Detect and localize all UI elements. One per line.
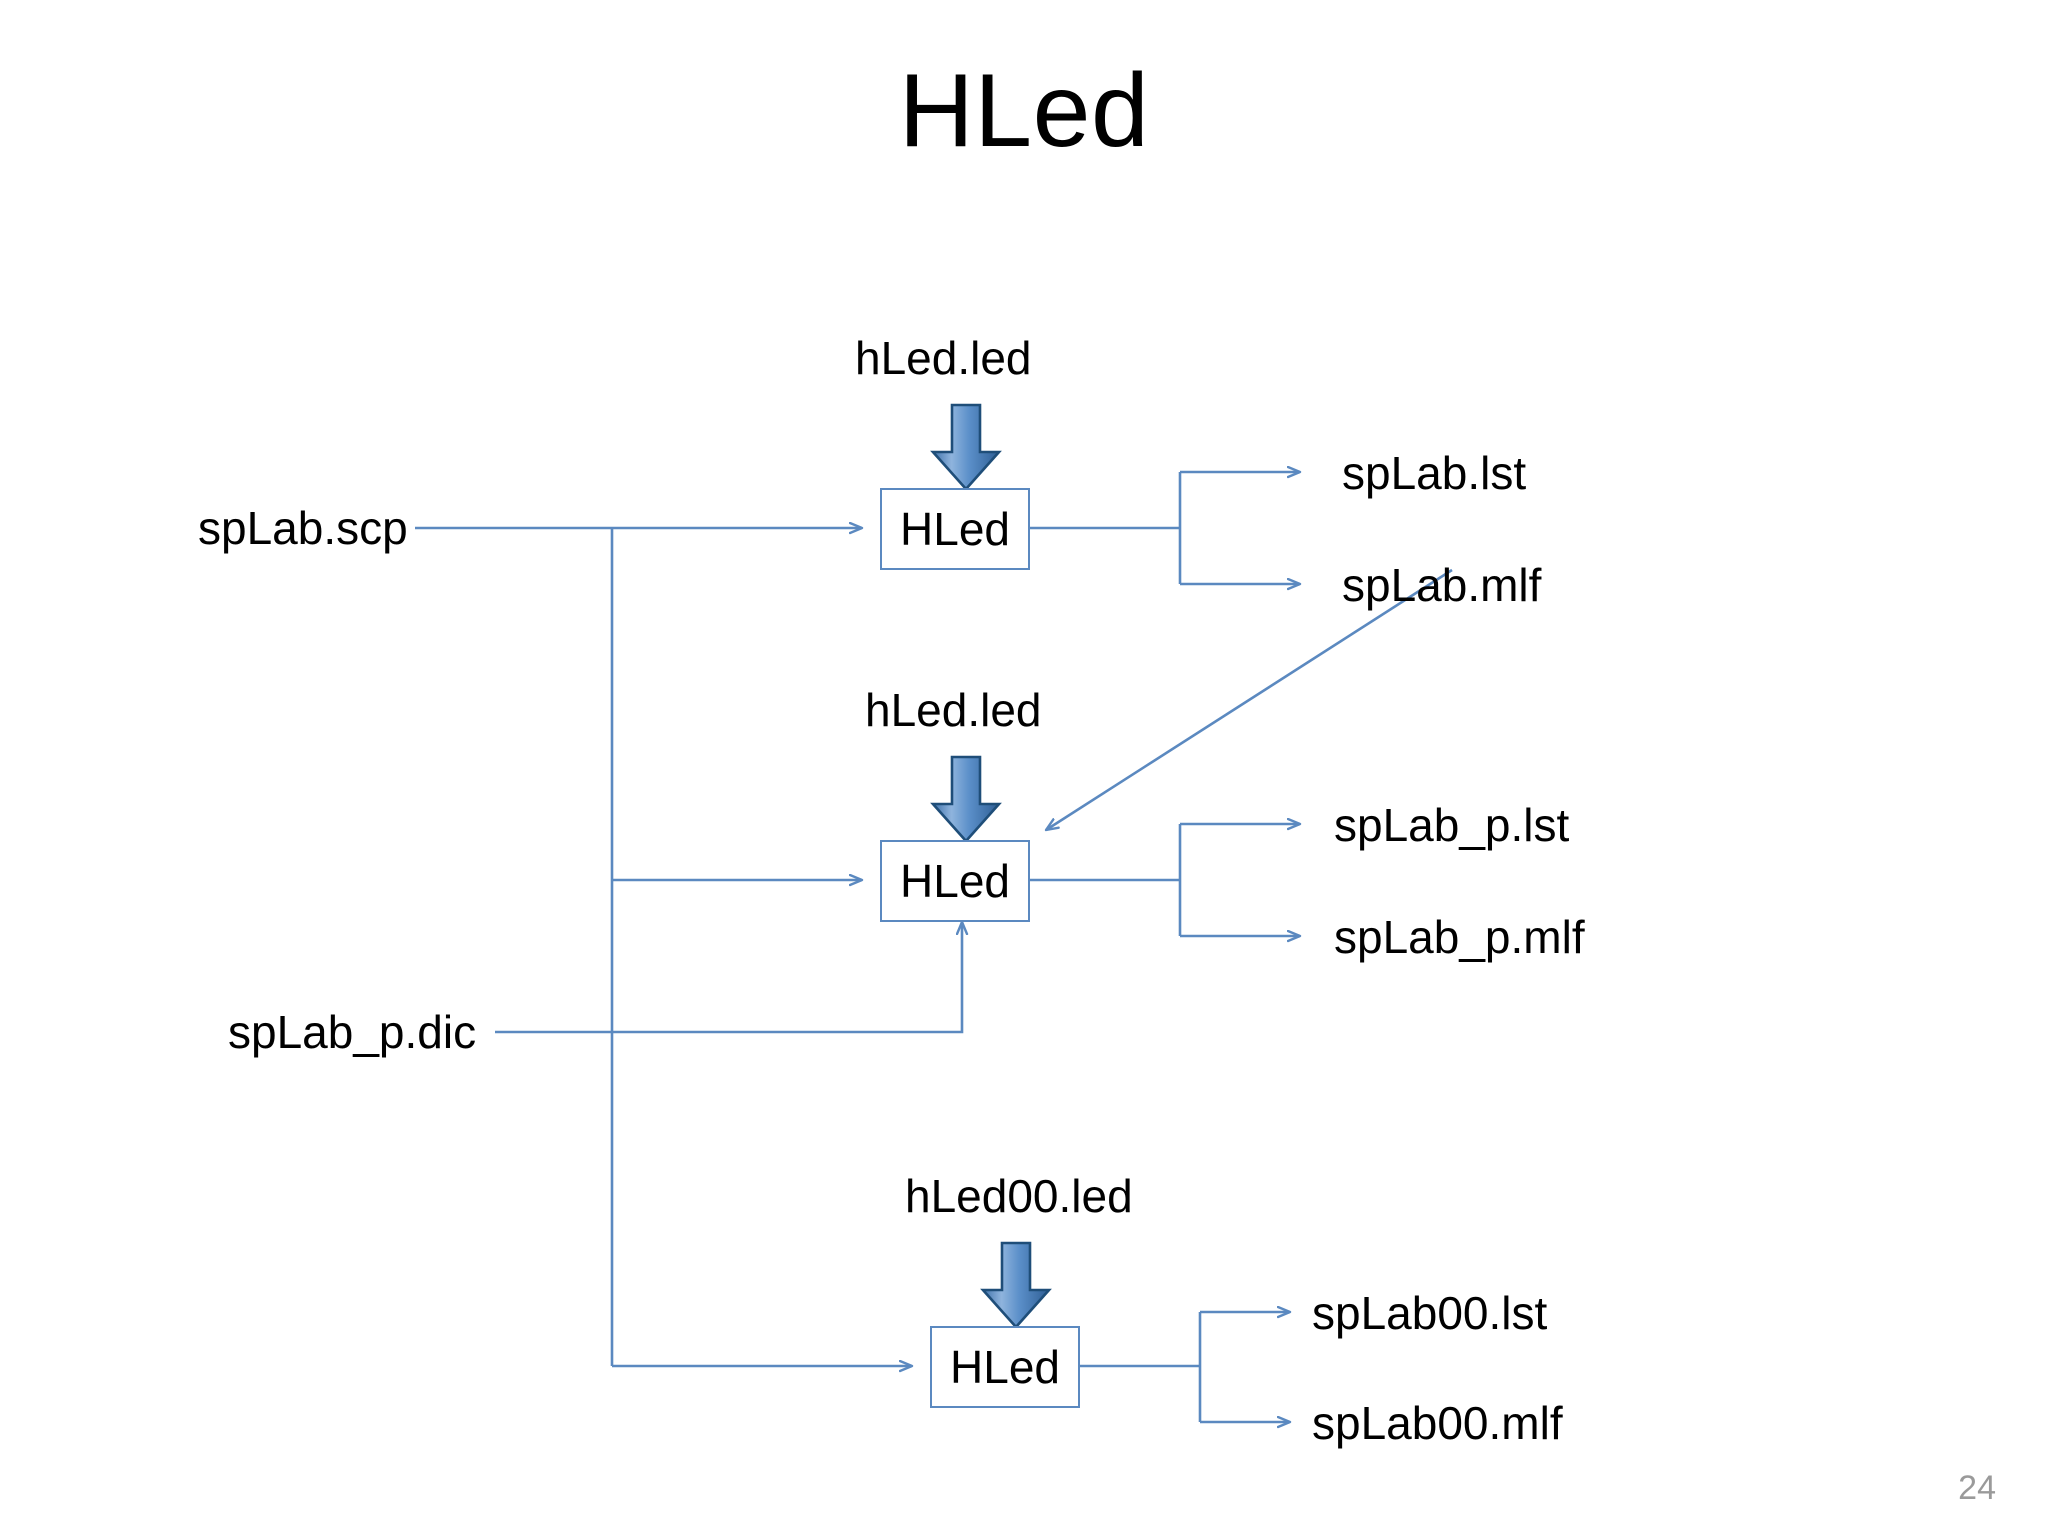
config-label-hled-led-2: hLed.led xyxy=(865,684,1042,736)
input-label-splab-p-dic: spLab_p.dic xyxy=(228,1006,477,1058)
process-box-hled-1[interactable]: HLed xyxy=(880,488,1030,570)
process-box-label: HLed xyxy=(900,855,1010,907)
process-box-label: HLed xyxy=(950,1341,1060,1393)
block-arrow-cfg-2 xyxy=(930,755,1002,843)
output-label-splab00-lst: spLab00.lst xyxy=(1312,1287,1548,1339)
config-label-hled00-led: hLed00.led xyxy=(905,1170,1133,1222)
output-label-splab-lst: spLab.lst xyxy=(1342,447,1527,499)
config-label-hled-led-1: hLed.led xyxy=(855,332,1032,384)
process-box-hled-2[interactable]: HLed xyxy=(880,840,1030,922)
wire-dic-to-hled2 xyxy=(495,922,962,1034)
output-label-splab-p-lst: spLab_p.lst xyxy=(1334,799,1570,851)
output-label-splab-mlf: spLab.mlf xyxy=(1342,559,1542,611)
output-label-splab-p-mlf: spLab_p.mlf xyxy=(1334,911,1585,963)
output-label-splab00-mlf: spLab00.mlf xyxy=(1312,1397,1563,1449)
page-title: HLed xyxy=(898,53,1150,169)
page-number: 24 xyxy=(1958,1469,1996,1507)
process-box-label: HLed xyxy=(900,503,1010,555)
wire-feedback-mlf-to-hled2 xyxy=(1046,568,1453,830)
process-box-hled-3[interactable]: HLed xyxy=(930,1326,1080,1408)
block-arrow-cfg-3 xyxy=(980,1241,1052,1329)
input-label-splab-scp: spLab.scp xyxy=(198,502,408,554)
block-arrow-cfg-1 xyxy=(930,403,1002,491)
